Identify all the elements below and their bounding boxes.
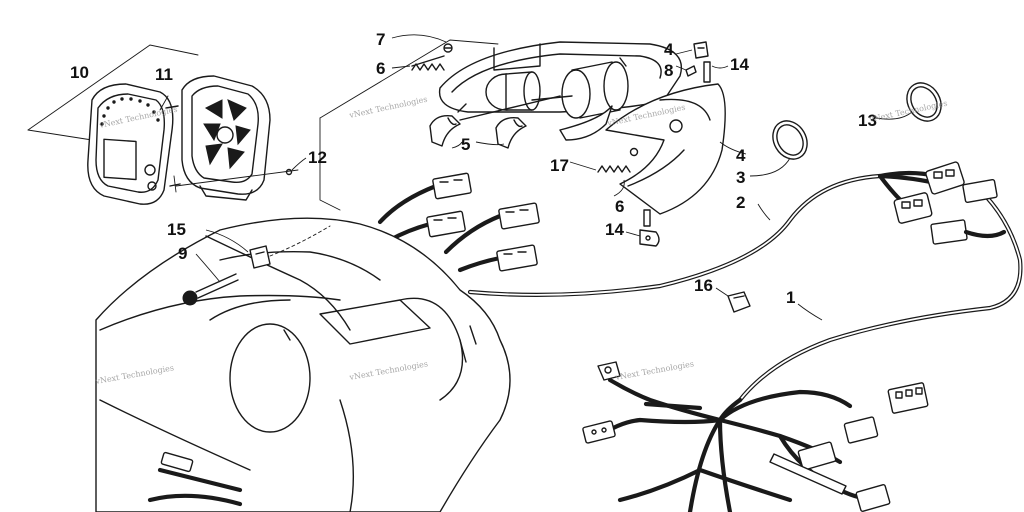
clip-16 <box>727 291 751 313</box>
headlight-lens <box>605 83 726 215</box>
callout-3: 3 <box>736 168 745 187</box>
spring-6-top <box>411 55 445 71</box>
callout-2: 2 <box>736 193 745 212</box>
connector-1-mid <box>797 441 837 471</box>
gauge-housing <box>181 75 271 201</box>
callout-13: 13 <box>858 111 877 130</box>
harness-sleeve <box>769 453 847 495</box>
callout-14-lower: 14 <box>605 220 624 239</box>
callout-1: 1 <box>786 288 795 307</box>
connector-1-plug-left <box>582 420 616 444</box>
terminal-14-lower <box>639 209 660 247</box>
pin-14-top <box>703 61 711 83</box>
wiring-harness-2 <box>467 170 1023 403</box>
clip-4-top <box>693 41 709 59</box>
callout-4-top: 4 <box>664 40 674 59</box>
callout-7-top: 7 <box>376 30 385 49</box>
gauge-tick-marks <box>100 97 160 126</box>
connector-1-right-top <box>887 382 929 414</box>
headlight-bracket-assembly <box>319 39 682 211</box>
callout-labels: 7 6 4 8 14 10 11 13 5 12 17 4 3 2 6 15 1… <box>70 30 877 307</box>
grommet-13 <box>906 82 942 122</box>
rubber-boot-5b <box>495 117 527 149</box>
connector-2a <box>925 161 965 195</box>
watermark: vNext Technologies <box>348 95 429 121</box>
rubber-boot-5a <box>429 115 461 147</box>
callout-16: 16 <box>694 276 713 295</box>
connector-1-right-mid <box>843 416 879 444</box>
bolt-9 <box>182 273 239 306</box>
pin-8 <box>685 65 697 77</box>
callout-8: 8 <box>664 61 673 80</box>
front-cowl <box>95 217 511 512</box>
callout-9: 9 <box>178 244 187 263</box>
screw-17 <box>629 147 639 157</box>
callout-11: 11 <box>155 65 173 84</box>
instrument-cluster <box>27 44 199 205</box>
connector-1-ring-terminal <box>597 361 621 381</box>
connector-2c <box>962 178 998 204</box>
connector-2b <box>893 192 933 224</box>
callout-15: 15 <box>167 220 186 239</box>
callout-6-lower: 6 <box>615 197 624 216</box>
spring-6-lower <box>597 165 631 173</box>
lower-left-wire <box>147 451 243 507</box>
screw-7-top <box>443 43 453 53</box>
clip-15 <box>249 245 271 269</box>
callout-12: 12 <box>308 148 327 167</box>
callout-14-top: 14 <box>730 55 749 74</box>
callout-17: 17 <box>550 156 569 175</box>
callout-4-right: 4 <box>736 146 746 165</box>
callout-6-top: 6 <box>376 59 385 78</box>
harness-connectors-cowl <box>377 172 540 273</box>
callout-10: 10 <box>70 63 89 82</box>
watermark: vNext Technologies <box>614 359 695 382</box>
connector-2d <box>930 219 968 245</box>
grommet-3 <box>772 120 808 160</box>
screw-12 <box>285 168 293 176</box>
callout-5: 5 <box>461 135 470 154</box>
connector-1-bottom-right <box>855 484 891 512</box>
